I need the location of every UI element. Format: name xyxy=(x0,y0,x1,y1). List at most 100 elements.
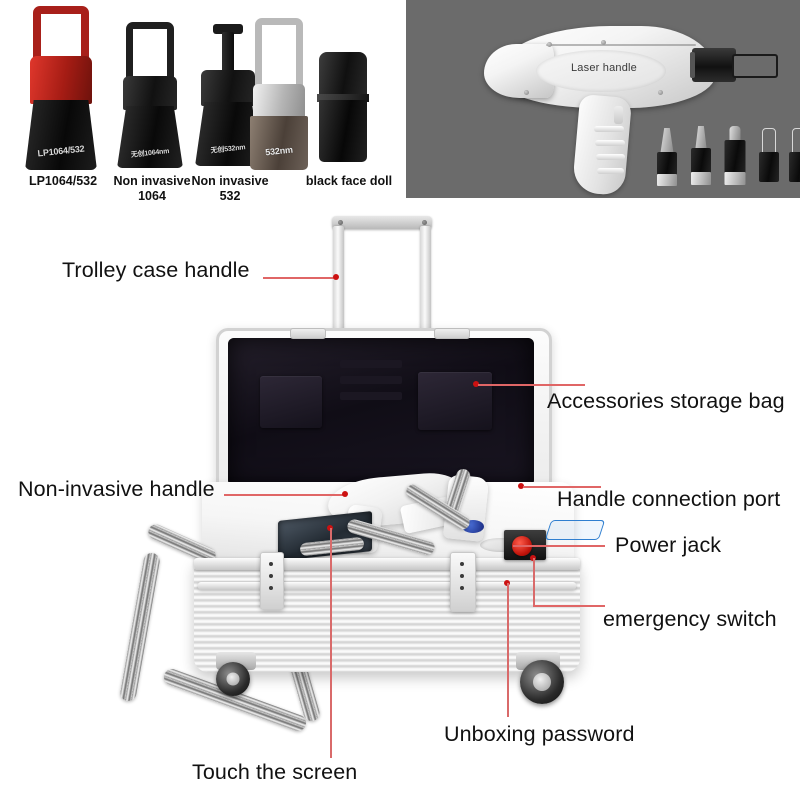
callout-label-emergency-switch: emergency switch xyxy=(603,607,777,631)
wheel-hub xyxy=(533,673,551,691)
lock-dial-icon xyxy=(269,586,273,590)
grip-ridge xyxy=(596,154,625,160)
small-tip-4 xyxy=(756,128,782,190)
callout-line-touch-the-screen xyxy=(330,528,332,758)
trolley-case-photo xyxy=(119,200,650,734)
callout-line-accessories-storage-bag xyxy=(478,384,585,386)
probe-upper-body xyxy=(201,70,255,106)
lid-latch[interactable] xyxy=(434,328,470,339)
callout-line-emergency-switch xyxy=(533,605,605,607)
machine-shell xyxy=(194,560,580,672)
trolley-handle-screw-icon xyxy=(338,220,343,225)
probe-caption-black-face-doll: black face doll xyxy=(305,174,393,188)
probe-532nm: 532nm xyxy=(240,16,318,174)
callout-label-power-jack: Power jack xyxy=(615,533,722,557)
shell-rail-top xyxy=(194,558,580,570)
tip-black-barrel xyxy=(759,152,779,182)
probe-caption-lp1064-532: LP1064/532 xyxy=(28,174,98,188)
small-tip-1 xyxy=(654,128,680,190)
elastic-strap-band xyxy=(340,360,402,368)
probe-non-invasive-1064: 无创1064nm xyxy=(110,20,190,175)
elastic-strap-band xyxy=(340,376,402,384)
grip-ridge xyxy=(597,168,624,174)
gun-screw-icon xyxy=(524,90,529,95)
probe-lower-body xyxy=(319,100,367,162)
callout-dot-non-invasive-handle xyxy=(342,491,348,497)
gun-top-seam xyxy=(546,44,696,46)
lid-latch[interactable] xyxy=(290,328,326,339)
probe-lp1064-532: LP1064/532 xyxy=(18,4,104,174)
lock-dial-icon xyxy=(460,586,464,590)
tip-glass-cone xyxy=(660,128,674,156)
elastic-strap-band xyxy=(340,392,402,400)
tip-black-barrel xyxy=(657,152,677,176)
caption-line-1: Non invasive xyxy=(191,174,269,188)
gun-screw-icon xyxy=(601,40,606,45)
callout-line-trolley-case-handle xyxy=(263,277,336,279)
trolley-handle-bar[interactable] xyxy=(332,216,432,229)
gun-screw-icon xyxy=(658,90,663,95)
gun-name-plate xyxy=(536,50,666,92)
lock-dial-icon xyxy=(460,574,464,578)
tip-black-barrel xyxy=(789,152,800,182)
probe-gallery: LP1064/532 LP1064/532 无创1064nm Non invas… xyxy=(0,0,406,203)
callout-label-unboxing-password: Unboxing password xyxy=(444,722,635,746)
lock-dial-icon xyxy=(460,562,464,566)
callout-label-touch-the-screen: Touch the screen xyxy=(192,760,358,784)
unboxing-password-latch-right[interactable] xyxy=(450,552,476,612)
tip-black-barrel xyxy=(691,148,711,174)
tip-glass-cone xyxy=(729,126,741,142)
probe-upper-body xyxy=(30,56,92,104)
small-tip-3 xyxy=(722,126,748,190)
caption-line-2: 1064 xyxy=(138,189,166,203)
gun-label: Laser handle xyxy=(570,62,637,74)
small-tip-2 xyxy=(688,126,714,190)
probe-caption-non-invasive-532: Non invasive 532 xyxy=(180,174,280,204)
tip-glass-cone xyxy=(695,126,707,152)
callout-line-power-jack xyxy=(513,545,605,547)
gun-nozzle-ring xyxy=(690,52,695,78)
probe-stem xyxy=(213,24,243,34)
gun-tip-frame xyxy=(732,54,778,78)
probe-upper-body xyxy=(123,76,177,110)
callout-dot-handle-connection-port xyxy=(518,483,524,489)
callout-label-handle-connection-port: Handle connection port xyxy=(557,487,781,511)
unboxing-password-latch-left[interactable] xyxy=(260,552,284,610)
grip-ridge xyxy=(594,126,624,132)
accessories-pocket-left xyxy=(260,376,322,428)
probe-stem-neck xyxy=(222,32,234,72)
probe-black-face-doll xyxy=(310,52,376,174)
callout-line-non-invasive-handle xyxy=(224,494,344,496)
gun-screw-icon xyxy=(547,42,552,47)
probe-lower-body xyxy=(25,100,97,170)
callout-line-handle-connection-port xyxy=(523,486,601,488)
lock-dial-icon xyxy=(269,562,273,566)
probe-non-invasive-532: 无创532nm xyxy=(188,22,268,174)
grip-ridge xyxy=(595,140,625,146)
shell-rail-mid xyxy=(198,582,576,590)
small-tip-5 xyxy=(786,128,800,190)
lock-dial-icon xyxy=(269,574,273,578)
tip-silver-base xyxy=(691,172,711,185)
callout-label-accessories-storage-bag: Accessories storage bag xyxy=(547,389,785,413)
caster-wheel-left xyxy=(216,662,250,696)
callout-line-emergency-switch-vertical xyxy=(533,558,535,606)
caster-wheel-right xyxy=(520,660,564,704)
accessories-storage-bag-target xyxy=(418,372,492,430)
callout-line-unboxing-password xyxy=(507,583,509,717)
hose-loop-left xyxy=(119,551,161,703)
callout-label-trolley-case-handle: Trolley case handle xyxy=(62,258,250,282)
caption-line-2: 532 xyxy=(219,189,241,203)
tip-silver-base xyxy=(657,174,677,186)
callout-label-non-invasive-handle: Non-invasive handle xyxy=(18,477,215,501)
probe-caption-non-invasive-1064: Non invasive 1064 xyxy=(100,174,204,204)
probe-mid-ring xyxy=(317,94,369,102)
trolley-handle-screw-icon xyxy=(422,220,427,225)
caption-line-1: Non invasive xyxy=(113,174,191,188)
tip-black-barrel xyxy=(724,140,746,174)
probe-lower-body xyxy=(250,116,308,170)
gun-trigger[interactable] xyxy=(614,106,623,124)
probe-lower-body xyxy=(117,106,183,168)
laser-handle-panel: Laser handle xyxy=(406,0,800,198)
